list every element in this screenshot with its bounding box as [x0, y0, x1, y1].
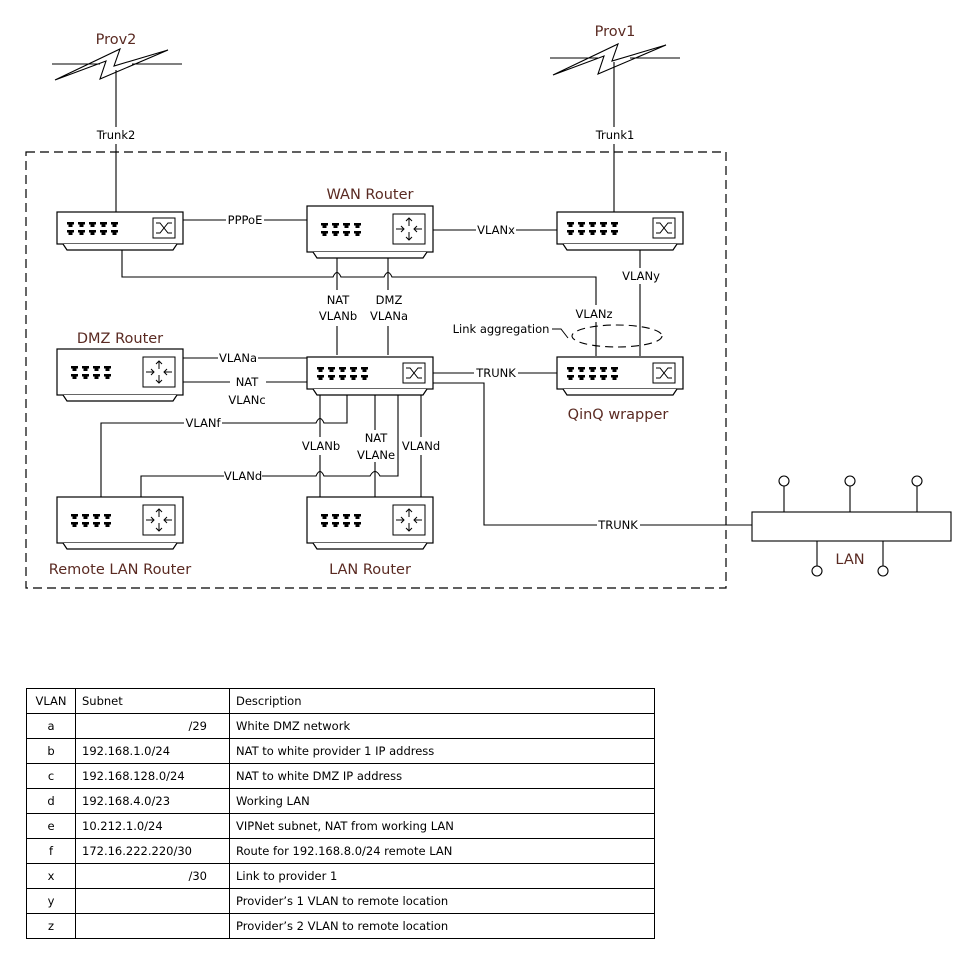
cell-description: VIPNet subnet, NAT from working LAN — [229, 813, 655, 839]
lan-router[interactable] — [307, 497, 433, 549]
switch-prov1[interactable] — [557, 212, 683, 250]
nat-label-wan: NAT — [327, 293, 351, 307]
cell-vlan: z — [26, 913, 76, 939]
cell-description: Provider’s 1 VLAN to remote location — [229, 888, 655, 914]
pppoe-label: PPPoE — [228, 213, 263, 227]
vlanz-label: VLANz — [575, 307, 612, 321]
cell-vlan: x — [26, 863, 76, 889]
cell-description: Link to provider 1 — [229, 863, 655, 889]
cell-description: Provider’s 2 VLAN to remote location — [229, 913, 655, 939]
lan-host-icon — [778, 475, 790, 487]
cell-subnet: 10.212.1.0/24 — [75, 813, 230, 839]
network-diagram: Prov2 Prov1 — [25, 24, 952, 589]
vland-label-lan: VLANd — [402, 439, 440, 453]
wan-router-label: WAN Router — [327, 187, 414, 203]
lan-host-icon — [844, 475, 856, 487]
vlanb-label-wan: VLANb — [319, 309, 357, 323]
link-aggregation-marker — [571, 324, 663, 348]
wan-link-icon — [550, 42, 680, 76]
lan-router-label: LAN Router — [329, 562, 411, 578]
cell-subnet: /29 — [75, 713, 230, 739]
provider-name: Prov1 — [595, 24, 636, 40]
dmz-router[interactable] — [57, 349, 183, 401]
cell-description: Route for 192.168.8.0/24 remote LAN — [229, 838, 655, 864]
dmz-label-wan: DMZ — [376, 293, 403, 307]
cell-description: White DMZ network — [229, 713, 655, 739]
header-subnet: Subnet — [75, 688, 230, 714]
cell-subnet: 192.168.4.0/23 — [75, 788, 230, 814]
table-row: y Provider’s 1 VLAN to remote location — [26, 888, 655, 914]
cell-subnet: 192.168.1.0/24 — [75, 738, 230, 764]
table-row: z Provider’s 2 VLAN to remote location — [26, 913, 655, 939]
core-switch[interactable] — [307, 357, 433, 395]
cell-subnet: /30 — [75, 863, 230, 889]
dmz-router-label: DMZ Router — [77, 331, 163, 347]
trunk1-label: Trunk1 — [595, 128, 635, 142]
trunk-label-qinq: TRUNK — [475, 366, 516, 380]
connections — [100, 62, 918, 566]
cell-subnet — [75, 913, 230, 939]
wan-router[interactable] — [307, 206, 433, 258]
cell-vlan: d — [26, 788, 76, 814]
table-header-row: VLAN Subnet Description — [26, 688, 655, 714]
link-aggregation-label: Link aggregation — [453, 322, 550, 336]
vlany-label: VLANy — [622, 269, 660, 283]
lan-host-icon — [911, 475, 923, 487]
cell-subnet — [75, 888, 230, 914]
header-description: Description — [229, 688, 655, 714]
cell-vlan: b — [26, 738, 76, 764]
cell-vlan: a — [26, 713, 76, 739]
nat-label-dmz: NAT — [236, 375, 260, 389]
cell-description: NAT to white provider 1 IP address — [229, 738, 655, 764]
qinq-switch[interactable] — [557, 357, 683, 395]
switch-prov2[interactable] — [57, 212, 183, 250]
vlanf-label: VLANf — [185, 416, 221, 430]
header-vlan: VLAN — [26, 688, 76, 714]
cell-vlan: y — [26, 888, 76, 914]
vlanb-label-lan: VLANb — [302, 439, 340, 453]
provider-name: Prov2 — [96, 32, 137, 48]
lan-label: LAN — [835, 552, 864, 568]
lan-host-icon — [811, 565, 823, 577]
qinq-wrapper-label: QinQ wrapper — [568, 407, 669, 423]
cell-subnet: 192.168.128.0/24 — [75, 763, 230, 789]
cell-vlan: c — [26, 763, 76, 789]
cell-vlan: e — [26, 813, 76, 839]
vlana-label-dmz: VLANa — [219, 351, 257, 365]
vlane-label-lan: VLANe — [357, 448, 395, 462]
trunk-label-lan: TRUNK — [597, 518, 638, 532]
cell-vlan: f — [26, 838, 76, 864]
provider-prov2: Prov2 — [52, 32, 182, 81]
lan-host-icon — [877, 565, 889, 577]
vland-label-remote: VLANd — [224, 469, 262, 483]
nat-label-lan: NAT — [365, 431, 389, 445]
vlana-label-wan: VLANa — [370, 309, 408, 323]
cell-description: NAT to white DMZ IP address — [229, 763, 655, 789]
trunk2-label: Trunk2 — [96, 128, 136, 142]
lan-segment[interactable] — [751, 475, 952, 577]
vlanx-label: VLANx — [477, 223, 515, 237]
site-boundary — [25, 151, 727, 589]
wan-link-icon — [52, 47, 182, 81]
remote-lan-router[interactable] — [57, 497, 183, 549]
provider-prov1: Prov1 — [550, 24, 680, 76]
cell-subnet: 172.16.222.220/30 — [75, 838, 230, 864]
remote-lan-router-label: Remote LAN Router — [49, 562, 191, 578]
vlanc-label-dmz: VLANc — [228, 393, 265, 407]
cell-description: Working LAN — [229, 788, 655, 814]
